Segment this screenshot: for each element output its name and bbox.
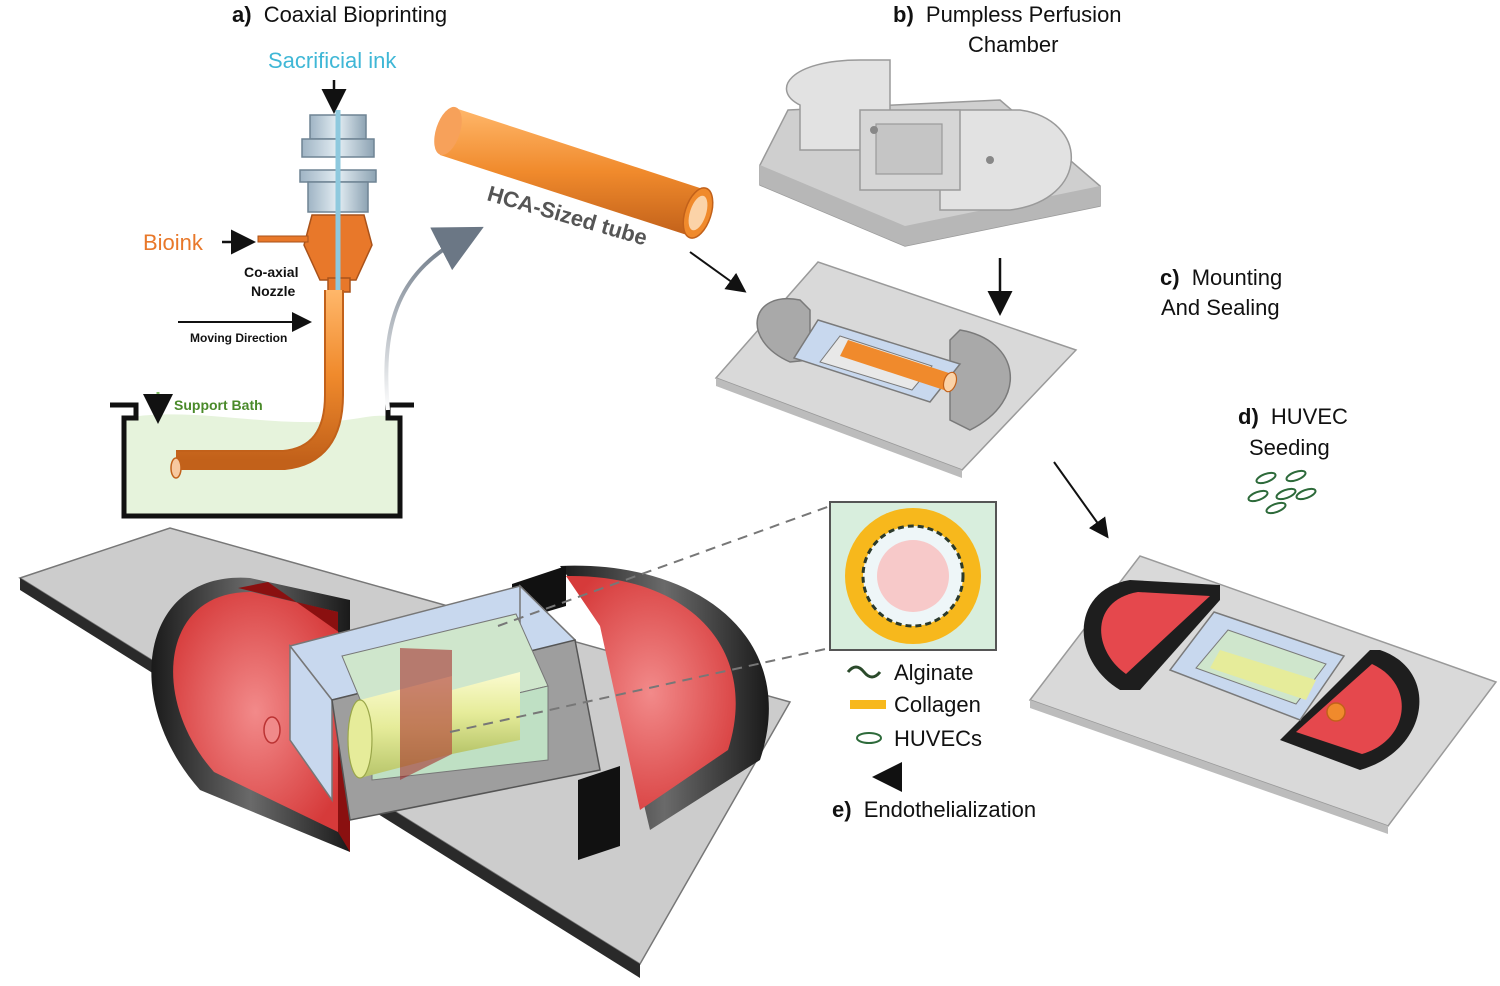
panel-b-title-text: Pumpless Perfusion: [926, 2, 1122, 27]
nozzle-label-line1: Co-axial: [244, 264, 298, 280]
panel-b-letter: b): [893, 2, 914, 27]
nozzle-label-line2: Nozzle: [251, 283, 296, 299]
hca-tube-icon: [434, 106, 714, 239]
endothelialized-chamber-icon: [18, 527, 792, 978]
zoom-line-bottom: [449, 647, 831, 733]
legend: Alginate Collagen HUVECs: [846, 660, 982, 751]
huvec-cells-icon: [1247, 469, 1317, 515]
panel-d-letter: d): [1238, 404, 1259, 429]
panel-d-title-line2: Seeding: [1249, 435, 1330, 460]
panel-c-title-line1: c) Mounting: [1160, 265, 1282, 290]
support-bath-label: Support Bath: [174, 397, 263, 413]
tube-cross-section-inset: [829, 501, 997, 651]
tube-to-mount-arrow: [689, 251, 747, 293]
panel-d-seeding: d) HUVEC Seeding: [1028, 404, 1498, 834]
panel-e-title-text: Endothelialization: [864, 797, 1036, 822]
legend-huvecs: HUVECs: [894, 726, 982, 751]
panel-e-title: e) Endothelialization: [832, 797, 1036, 822]
mounted-chamber-icon: [714, 261, 1078, 478]
panel-e-endothelialization: e) Endothelialization: [18, 501, 1036, 978]
seeded-chamber-icon: [1028, 555, 1498, 834]
panel-b-chamber: b) Pumpless Perfusion Chamber: [759, 2, 1122, 316]
panel-a-letter: a): [232, 2, 252, 27]
panel-c-mounting: c) Mounting And Sealing: [714, 261, 1282, 539]
legend-collagen: Collagen: [894, 692, 981, 717]
panel-a-coaxial-bioprinting: a) Coaxial Bioprinting Sacrificial ink B…: [110, 2, 484, 519]
printed-tube-end: [170, 457, 182, 479]
sacrificial-ink-label: Sacrificial ink: [268, 48, 397, 73]
panel-c-letter: c): [1160, 265, 1180, 290]
panel-b-title-line1: b) Pumpless Perfusion: [893, 2, 1122, 27]
panel-d-title-line1: d) HUVEC: [1238, 404, 1348, 429]
panel-c-title-line2: And Sealing: [1161, 295, 1280, 320]
panel-d-title-text: HUVEC: [1271, 404, 1348, 429]
mount-to-seeding-arrow: [1053, 461, 1109, 539]
transfer-arrow: [384, 226, 484, 411]
panel-a-title: a) Coaxial Bioprinting: [232, 2, 447, 27]
alginate-squiggle-icon: [846, 665, 882, 679]
legend-alginate: Alginate: [894, 660, 974, 685]
printed-tube: [176, 290, 342, 468]
bioink-label: Bioink: [143, 230, 204, 255]
moving-direction-label: Moving Direction: [190, 331, 287, 345]
panel-b-title-line2: Chamber: [968, 32, 1058, 57]
panel-a-title-text: Coaxial Bioprinting: [264, 2, 447, 27]
zoom-line-top: [497, 505, 831, 627]
empty-chamber-icon: [759, 59, 1101, 247]
panel-e-letter: e): [832, 797, 852, 822]
panel-c-title-text: Mounting: [1192, 265, 1283, 290]
huvec-cell-icon: [856, 732, 882, 744]
coaxial-nozzle-icon: [257, 110, 377, 390]
collagen-bar-icon: [850, 700, 886, 709]
